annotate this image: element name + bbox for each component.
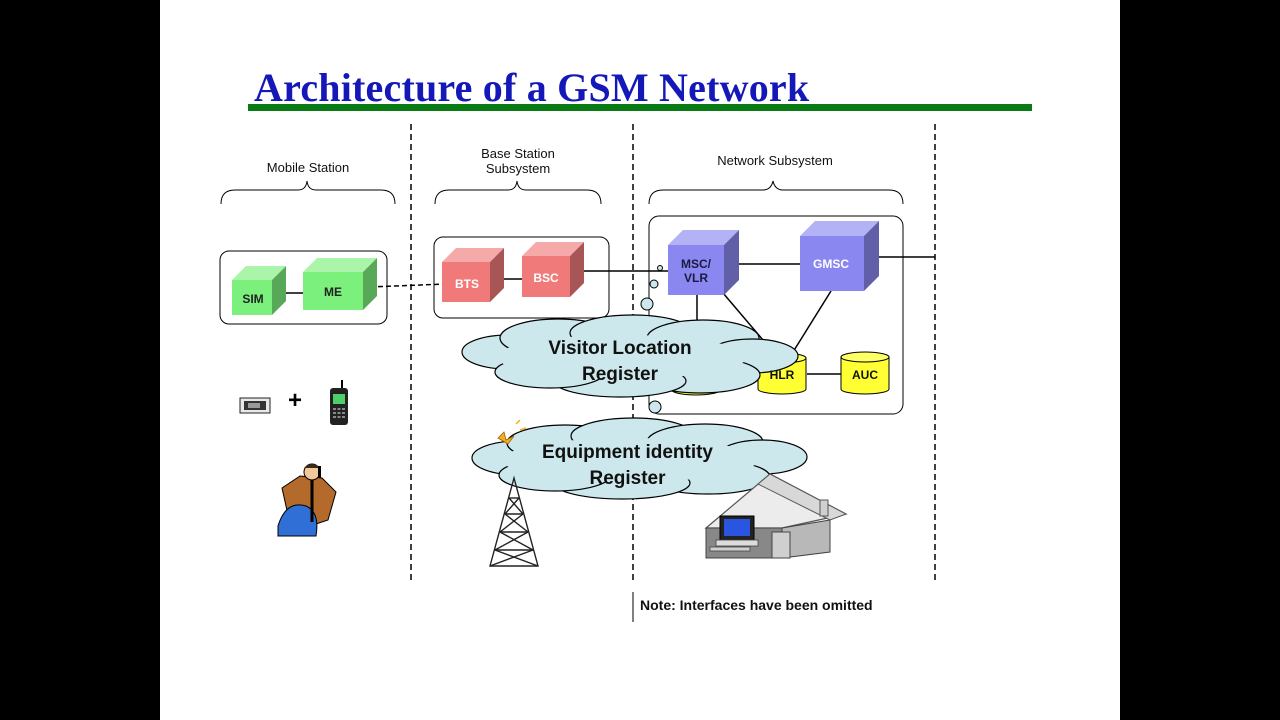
vlr-cloud-bubbles bbox=[640, 265, 663, 414]
sim-label: SIM bbox=[242, 292, 264, 306]
sim-card-icon bbox=[239, 397, 271, 414]
section-dividers bbox=[410, 124, 936, 582]
network-elements bbox=[232, 221, 879, 315]
mobile-phone-icon bbox=[330, 380, 348, 425]
slide-title: Architecture of a GSM Network bbox=[254, 65, 810, 110]
gsm-architecture-diagram bbox=[219, 124, 936, 622]
house-computer-icon bbox=[704, 473, 848, 559]
plus-sign: + bbox=[288, 387, 303, 414]
slide: Architecture of a GSM Network Mobile Sta… bbox=[160, 0, 1120, 720]
group-label-bss-line1: Base Station bbox=[481, 146, 555, 161]
nss-frame bbox=[648, 215, 904, 415]
group-label-network-subsystem: Network Subsystem bbox=[717, 153, 833, 168]
brace-mobile-station bbox=[220, 180, 396, 205]
eir-callout-line1: Equipment identity bbox=[542, 442, 713, 463]
group-label-mobile-station: Mobile Station bbox=[266, 160, 350, 175]
eir-callout-line2: Register bbox=[589, 468, 666, 489]
group-frames bbox=[219, 215, 904, 415]
ms-frame bbox=[219, 250, 388, 325]
person-on-phone-icon bbox=[277, 463, 337, 537]
eir-cloud-fill bbox=[502, 438, 758, 482]
sim-box bbox=[232, 266, 286, 315]
me-label: ME bbox=[324, 285, 342, 299]
interfaces-note: Note: Interfaces have been omitted bbox=[640, 597, 873, 613]
link-me-bts-radio bbox=[369, 283, 446, 288]
auc-label: AUC bbox=[852, 368, 878, 382]
bss-frame bbox=[433, 236, 610, 319]
bsc-box bbox=[522, 242, 584, 297]
signal-spark-icon bbox=[497, 419, 527, 445]
bsc-label: BSC bbox=[533, 271, 559, 285]
group-label-bss-line2: Subsystem bbox=[485, 161, 551, 176]
bts-box bbox=[442, 248, 504, 302]
vlr-callout-line1: Visitor Location bbox=[548, 338, 692, 359]
msc-label-line2: VLR bbox=[684, 271, 708, 285]
me-box bbox=[303, 258, 377, 310]
vlr-cloud-fill bbox=[497, 335, 747, 379]
auc-database bbox=[840, 351, 890, 395]
link-gmsc-hlr bbox=[787, 290, 832, 361]
bts-label: BTS bbox=[455, 277, 479, 291]
msc-vlr-box bbox=[668, 230, 739, 295]
gmsc-box bbox=[800, 221, 879, 291]
msc-label-line1: MSC/ bbox=[681, 257, 711, 271]
brace-bss bbox=[434, 180, 602, 205]
brace-nss bbox=[648, 180, 904, 205]
vlr-callout-line2: Register bbox=[581, 364, 659, 385]
hlr-label: HLR bbox=[769, 368, 795, 382]
gmsc-label: GMSC bbox=[813, 257, 849, 271]
antenna-tower-icon bbox=[489, 475, 539, 567]
section-braces bbox=[220, 180, 904, 205]
title-underline bbox=[248, 104, 1032, 111]
